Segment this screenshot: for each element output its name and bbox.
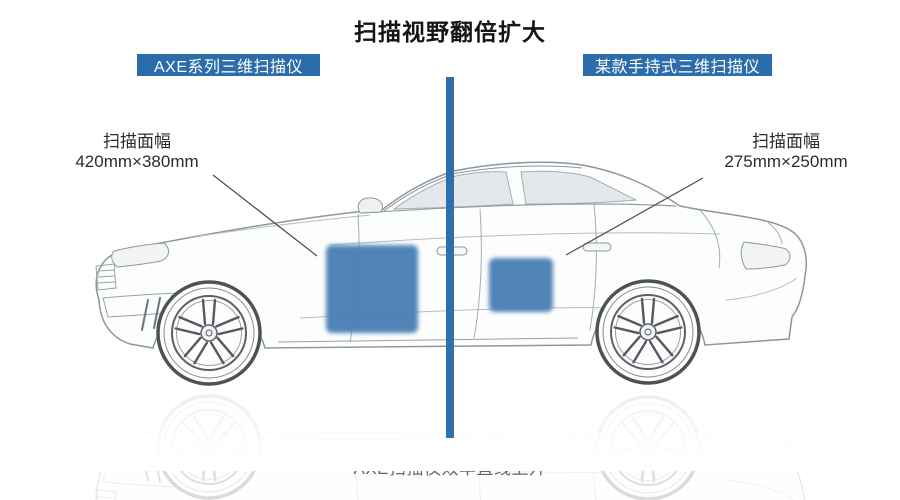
rear-door-handle <box>582 242 612 252</box>
taillight <box>740 241 791 270</box>
right-spec-label: 扫描面幅 <box>752 132 820 151</box>
page-title: 扫描视野翻倍扩大 <box>354 19 546 45</box>
center-divider-bar <box>446 77 454 438</box>
headlight <box>111 242 169 268</box>
right-spec-annotation: 扫描面幅 275mm×250mm <box>700 132 872 172</box>
left-product-badge: AXE系列三维扫描仪 <box>137 54 320 76</box>
left-spec-label: 扫描面幅 <box>103 132 171 151</box>
leader-line-left <box>212 174 318 257</box>
scan-area-left <box>326 245 418 333</box>
right-spec-value: 275mm×250mm <box>724 152 848 171</box>
right-product-badge: 某款手持式三维扫描仪 <box>583 54 772 76</box>
left-spec-annotation: 扫描面幅 420mm×380mm <box>52 132 222 172</box>
left-spec-value: 420mm×380mm <box>75 152 199 171</box>
rear-wheel <box>595 279 701 385</box>
leader-line-right <box>565 177 704 256</box>
front-wheel <box>156 280 262 386</box>
scan-area-right <box>489 258 553 312</box>
side-mirror <box>357 197 384 214</box>
